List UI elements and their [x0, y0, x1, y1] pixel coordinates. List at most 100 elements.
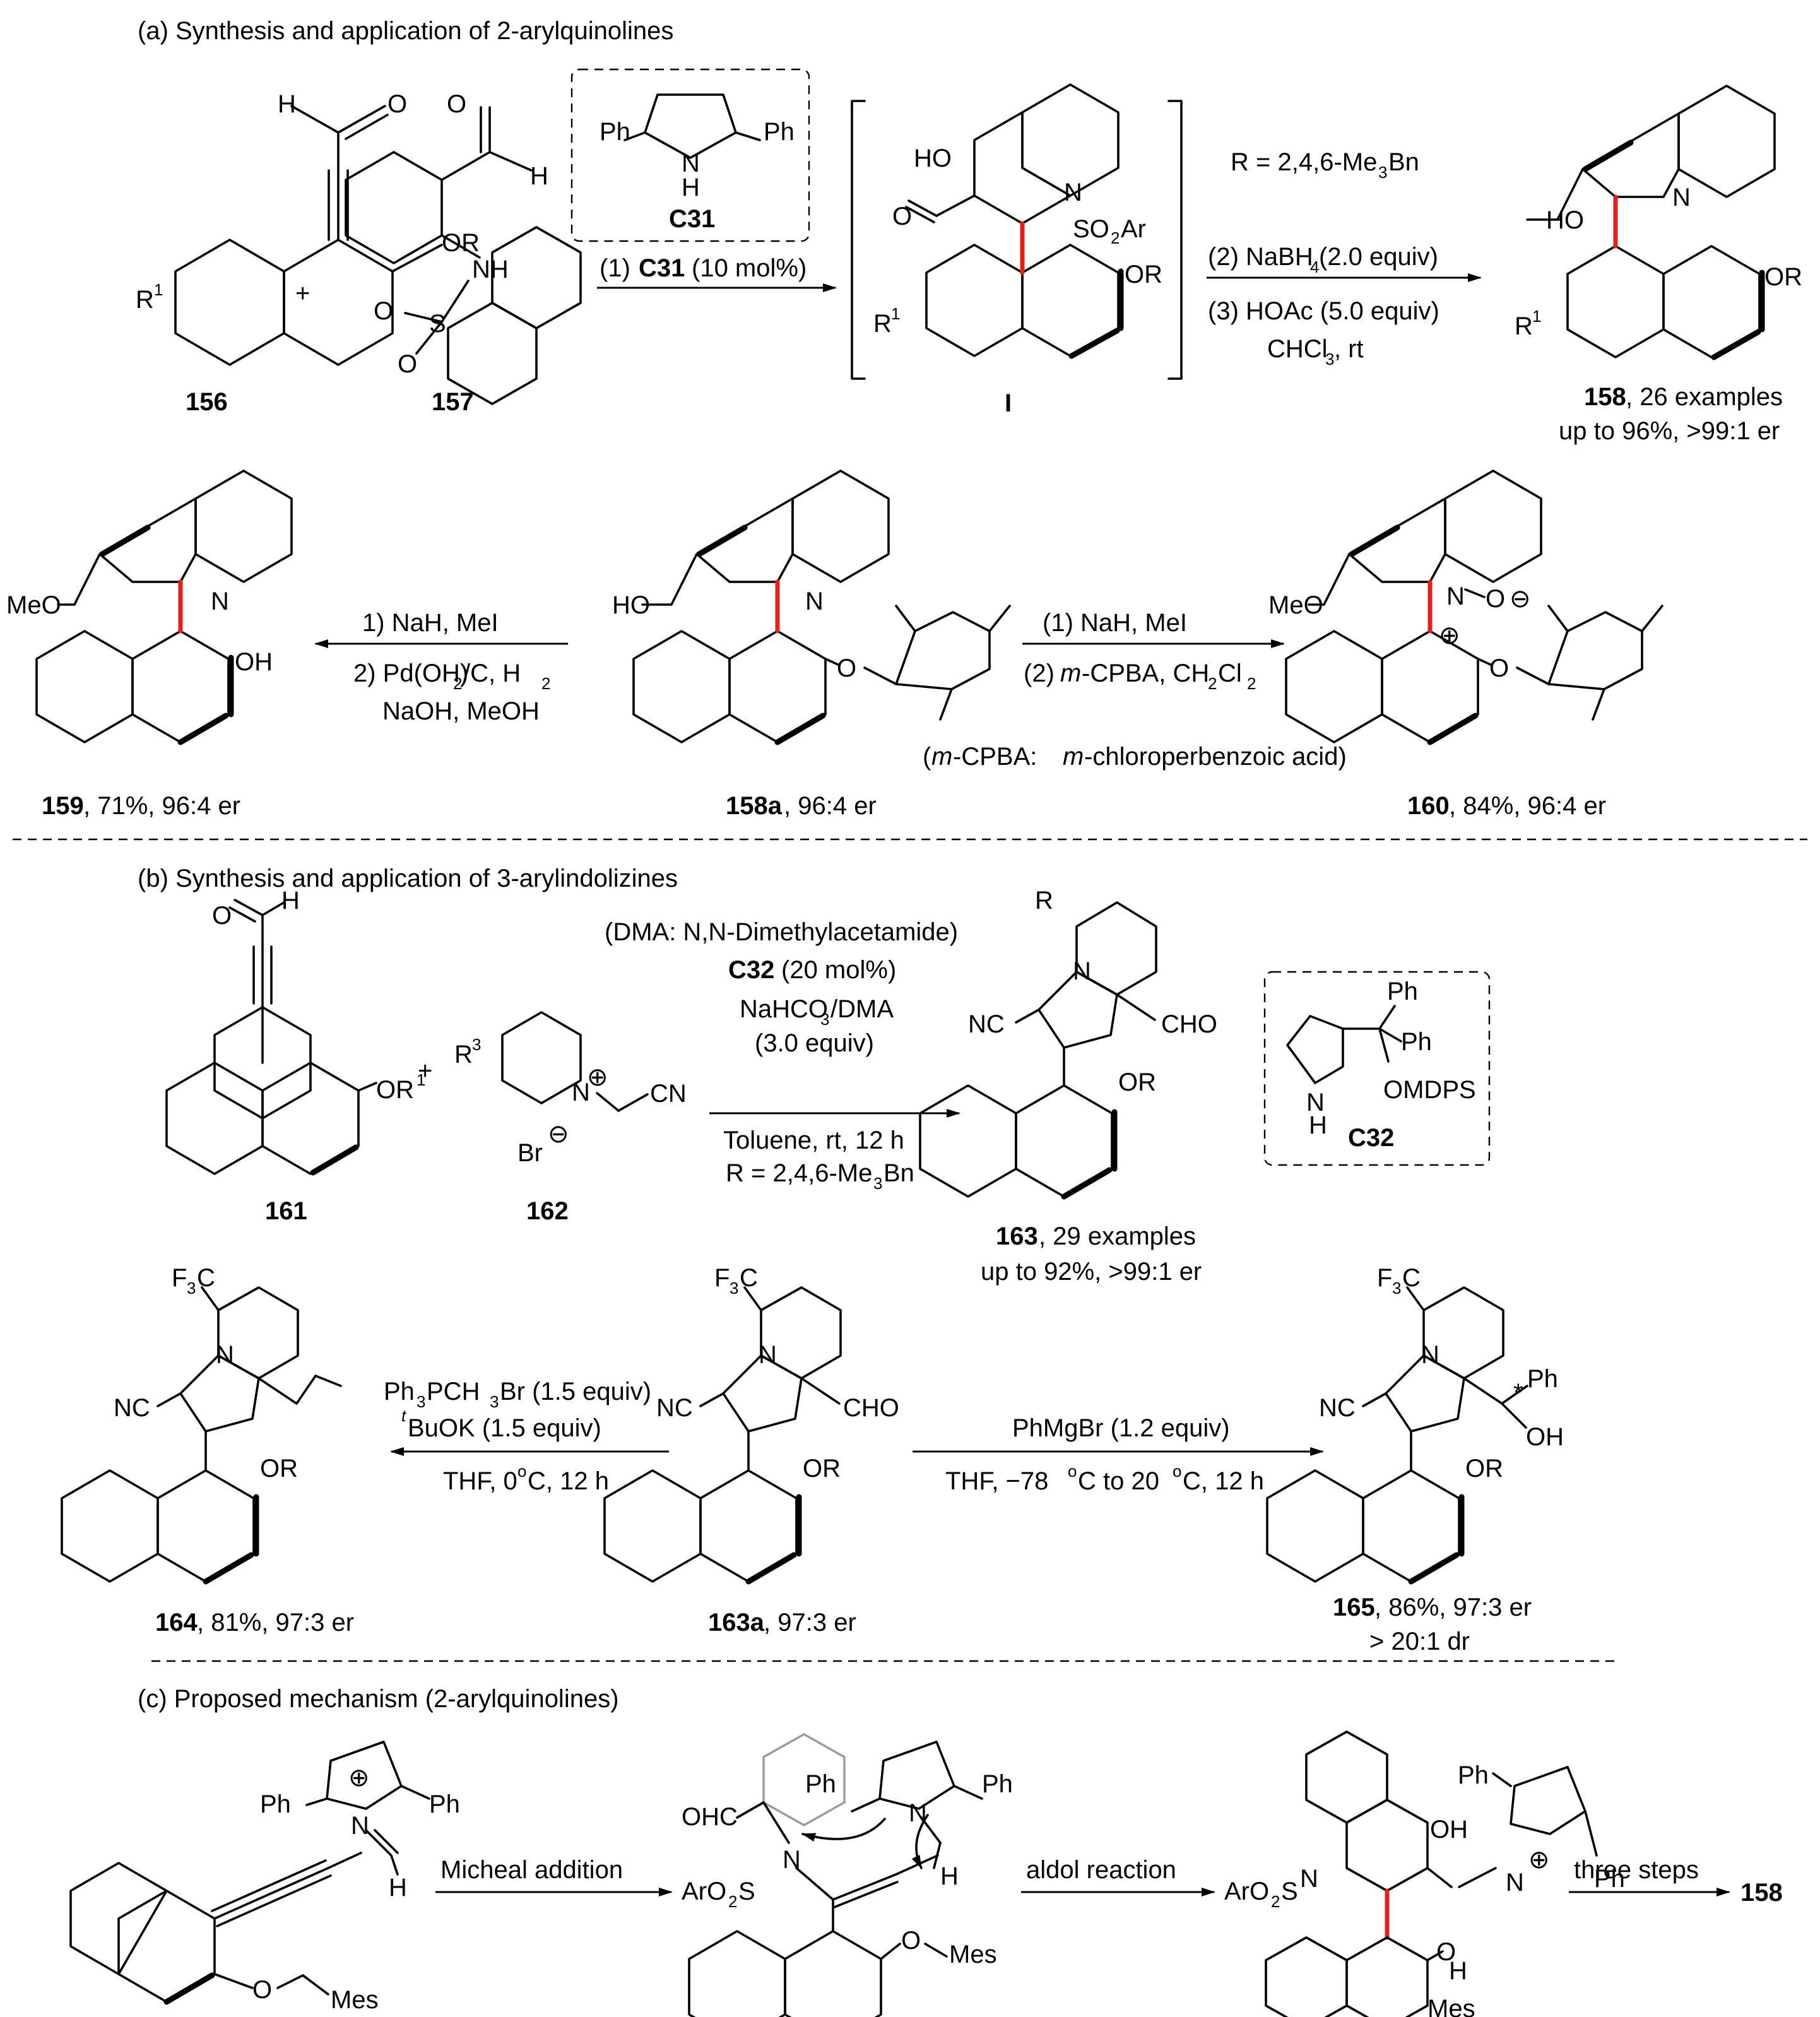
svg-text:m: m — [1060, 660, 1081, 687]
svg-text:O: O — [1486, 585, 1505, 613]
svg-text:NC: NC — [114, 1394, 150, 1422]
svg-text:, 29 examples: , 29 examples — [1039, 1222, 1196, 1250]
svg-text:OR: OR — [803, 1455, 841, 1482]
svg-text:⊕: ⊕ — [587, 1063, 608, 1091]
svg-text:(1): (1) — [600, 254, 630, 282]
svg-text:NaHCO: NaHCO — [740, 995, 828, 1023]
svg-text:⊕: ⊕ — [1528, 1846, 1550, 1874]
svg-text:SO: SO — [1073, 215, 1109, 243]
svg-text:HO: HO — [612, 591, 650, 619]
svg-text:*: * — [1513, 1379, 1523, 1407]
svg-text:2: 2 — [1111, 228, 1120, 247]
structure-158a — [632, 470, 1011, 745]
svg-text:2) Pd(OH): 2) Pd(OH) — [353, 660, 468, 687]
svg-text:, 71%, 96:4 er: , 71%, 96:4 er — [83, 792, 240, 820]
svg-text:aldol reaction: aldol reaction — [1026, 1856, 1176, 1884]
structure-c31 — [623, 93, 761, 159]
structure-157 — [345, 106, 582, 405]
svg-text:N: N — [1064, 179, 1082, 206]
svg-text:HO: HO — [1546, 206, 1584, 234]
svg-text:H: H — [281, 887, 300, 914]
label-162: 162 — [526, 1197, 569, 1225]
svg-text:N: N — [216, 1341, 234, 1369]
svg-text:⊕: ⊕ — [348, 1764, 370, 1792]
svg-text:CN: CN — [650, 1080, 687, 1108]
svg-text:Toluene, rt, 12 h: Toluene, rt, 12 h — [723, 1127, 904, 1154]
label-158a: 158a — [726, 792, 783, 820]
svg-text:3: 3 — [1325, 350, 1334, 369]
svg-text:N: N — [211, 588, 229, 615]
svg-text:(2.0 equiv): (2.0 equiv) — [1319, 243, 1438, 271]
svg-text:2: 2 — [1247, 674, 1256, 693]
svg-text:N: N — [1306, 1089, 1325, 1116]
svg-text:OR: OR — [376, 1076, 414, 1104]
svg-text:MeO: MeO — [6, 591, 61, 619]
svg-text:H: H — [940, 1862, 959, 1890]
svg-text:3: 3 — [1392, 1279, 1401, 1298]
svg-text:Ph: Ph — [1458, 1761, 1489, 1789]
svg-text:C: C — [1402, 1264, 1421, 1292]
section-b-title: (b) Synthesis and application of 3-aryli… — [138, 865, 678, 892]
label-c32: C32 — [1348, 1124, 1394, 1152]
svg-text:(10 mol%): (10 mol%) — [692, 254, 807, 282]
svg-text:N: N — [682, 150, 700, 177]
svg-text:NC: NC — [1319, 1394, 1356, 1422]
svg-text:C32: C32 — [728, 956, 774, 984]
svg-text:OR: OR — [1764, 263, 1802, 291]
svg-text:R: R — [873, 310, 892, 338]
svg-text:Bn: Bn — [883, 1159, 914, 1187]
svg-text:N: N — [572, 1079, 590, 1106]
svg-text:BuOK (1.5 equiv): BuOK (1.5 equiv) — [408, 1414, 601, 1442]
svg-text:⊖: ⊖ — [548, 1120, 569, 1148]
label-c31: C31 — [669, 205, 715, 233]
svg-text:R: R — [454, 1041, 473, 1068]
svg-text:, rt: , rt — [1334, 335, 1364, 363]
svg-text:O: O — [212, 902, 232, 930]
bracket-right — [1167, 100, 1183, 380]
svg-text:3: 3 — [1378, 163, 1387, 182]
svg-text:Micheal addition: Micheal addition — [440, 1856, 623, 1884]
svg-text:1) NaH, MeI: 1) NaH, MeI — [362, 609, 499, 637]
svg-text:m: m — [1063, 743, 1084, 771]
svg-text:OH: OH — [1430, 1816, 1468, 1843]
svg-text:Cl: Cl — [1218, 660, 1242, 687]
svg-text:Mes: Mes — [1427, 1995, 1475, 2017]
svg-text:ArO: ArO — [1224, 1878, 1269, 1905]
label-165: 165 — [1333, 1594, 1375, 1621]
svg-text:C: C — [740, 1264, 758, 1292]
svg-text:O: O — [837, 654, 856, 682]
svg-text:1: 1 — [1532, 307, 1541, 326]
svg-text:Ph: Ph — [982, 1770, 1013, 1798]
svg-text:O: O — [374, 297, 393, 325]
svg-text:Ph: Ph — [1387, 978, 1418, 1005]
structure-165 — [1266, 1286, 1528, 1585]
svg-text:F: F — [714, 1264, 730, 1292]
svg-text:C, 12 h: C, 12 h — [1183, 1467, 1264, 1495]
svg-text:1: 1 — [154, 280, 163, 299]
svg-text:OH: OH — [235, 648, 273, 676]
svg-text:Ph: Ph — [600, 118, 630, 146]
svg-text:OHC: OHC — [682, 1803, 738, 1831]
svg-text:(2) NaBH: (2) NaBH — [1208, 243, 1313, 271]
svg-text:C: C — [197, 1264, 215, 1292]
svg-text:R = 2,4,6-Me: R = 2,4,6-Me — [1231, 148, 1377, 176]
svg-text:N: N — [759, 1341, 777, 1369]
svg-text:up to 96%, >99:1 er: up to 96%, >99:1 er — [1559, 417, 1780, 445]
svg-text:, 26 examples: , 26 examples — [1626, 383, 1783, 411]
svg-text:Ph: Ph — [384, 1378, 415, 1405]
section-c-title: (c) Proposed mechanism (2-arylquinolines… — [138, 1685, 619, 1713]
svg-text:2: 2 — [1271, 1892, 1280, 1911]
structure-156 — [174, 105, 443, 366]
catalyst-c32-box — [1263, 971, 1491, 1166]
svg-text:S: S — [429, 310, 446, 338]
svg-text:O: O — [1489, 654, 1509, 682]
svg-text:4: 4 — [1310, 257, 1319, 276]
svg-text:H: H — [1309, 1111, 1327, 1139]
svg-text:OH: OH — [1526, 1423, 1564, 1451]
svg-text:OR: OR — [442, 229, 480, 257]
svg-text:O: O — [447, 90, 466, 118]
svg-text:, 96:4 er: , 96:4 er — [784, 792, 877, 820]
svg-text:THF, 0: THF, 0 — [443, 1467, 517, 1495]
svg-text:(20 mol%): (20 mol%) — [781, 956, 896, 984]
